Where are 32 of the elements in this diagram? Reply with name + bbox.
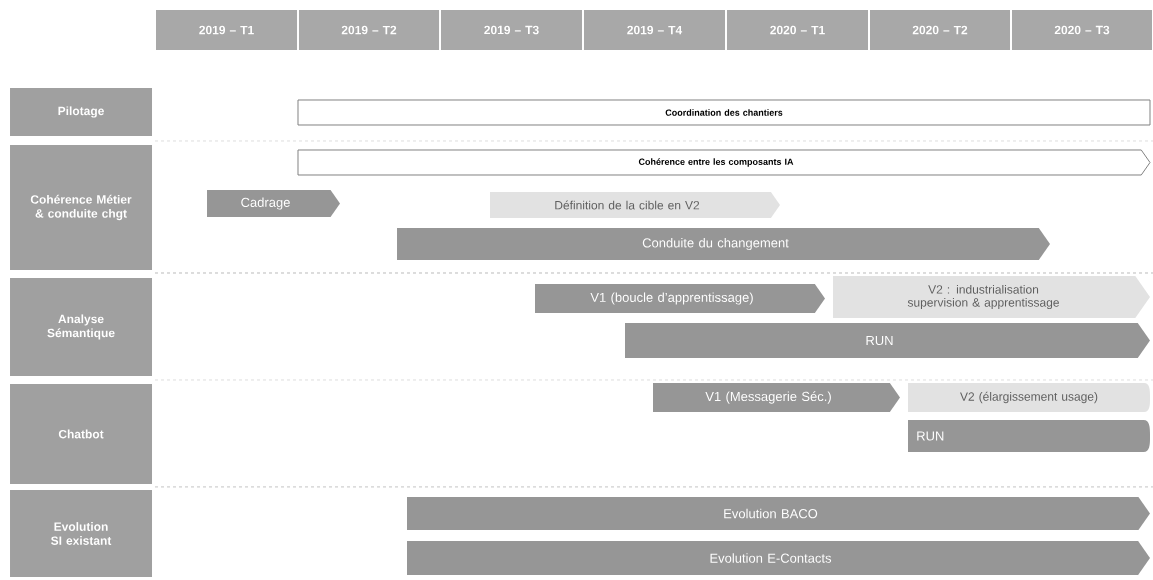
row-label: Pilotage bbox=[10, 88, 152, 136]
task-bar: Evolution E-Contacts bbox=[407, 541, 1150, 575]
task-bar: Conduite du changement bbox=[397, 228, 1050, 260]
header-cell: 2020 – T3 bbox=[1012, 10, 1152, 50]
task-bar: Définition de la cible en V2 bbox=[490, 192, 780, 218]
row-label: Analyse Sémantique bbox=[10, 278, 152, 376]
row-label: Chatbot bbox=[10, 384, 152, 484]
header-cell: 2019 – T4 bbox=[584, 10, 725, 50]
task-bar: Evolution BACO bbox=[407, 497, 1150, 530]
task-bar: V1 (Messagerie Séc.) bbox=[653, 383, 900, 412]
header-cell: 2020 – T2 bbox=[870, 10, 1010, 50]
task-bar: Cohérence entre les composants IA bbox=[297, 149, 1151, 176]
task-bar: V1 (boucle d’apprentissage) bbox=[535, 284, 825, 313]
row-label: Cohérence Métier & conduite chgt bbox=[10, 145, 152, 270]
node-label: 2020 – T2 bbox=[912, 25, 968, 35]
row-label: Evolution SI existant bbox=[10, 490, 152, 577]
task-bar: Cadrage bbox=[207, 190, 340, 217]
node-label: 2019 – T2 bbox=[341, 25, 397, 35]
node-label: 2020 – T1 bbox=[770, 25, 825, 35]
task-bar: V2 (élargissement usage) bbox=[908, 383, 1150, 412]
header-cell: 2019 – T3 bbox=[441, 10, 582, 50]
header-cell: 2019 – T2 bbox=[299, 10, 439, 50]
header-cell: 2020 – T1 bbox=[727, 10, 868, 50]
task-bar: V2 : industrialisation supervision & apprentissage bbox=[833, 276, 1150, 318]
task-bar: RUN bbox=[908, 420, 1150, 452]
header-cell: 2019 – T1 bbox=[156, 10, 297, 50]
node-label: 2020 – T3 bbox=[1054, 25, 1110, 35]
node-label: 2019 – T1 bbox=[199, 25, 254, 35]
task-bar: Coordination des chantiers bbox=[297, 99, 1151, 126]
task-bar: RUN bbox=[625, 323, 1150, 358]
node-label: 2019 – T3 bbox=[484, 25, 539, 35]
node-label: 2019 – T4 bbox=[627, 25, 683, 35]
